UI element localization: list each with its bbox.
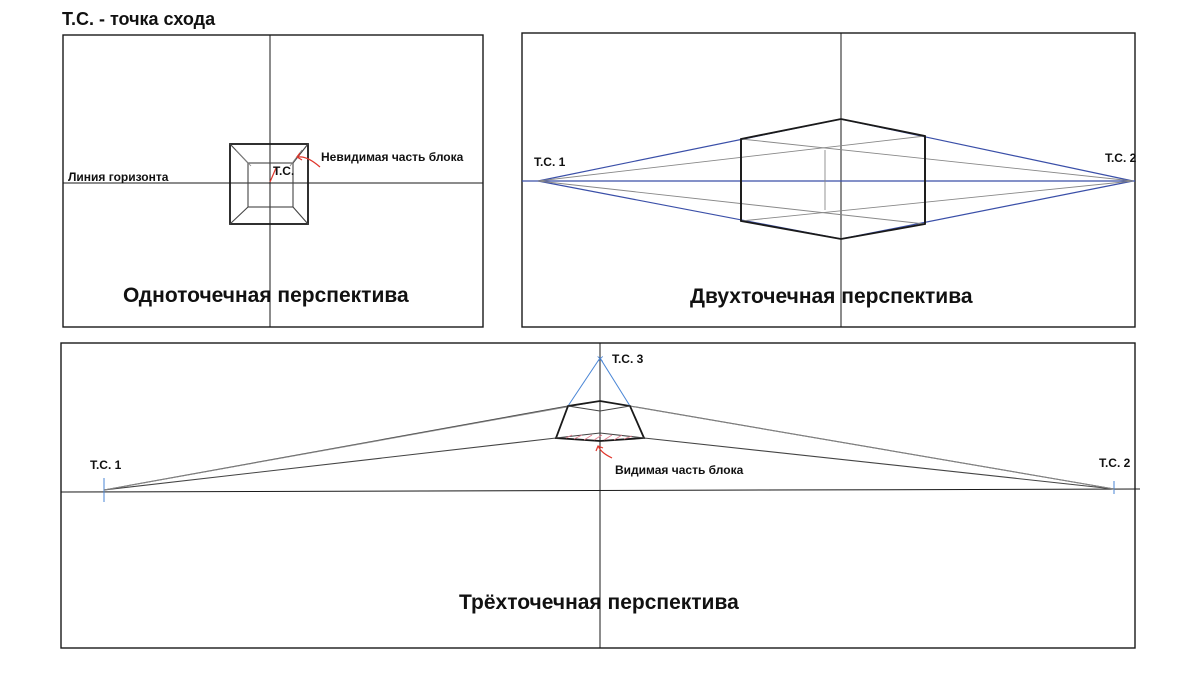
construction-line <box>840 180 1134 240</box>
block-edge <box>289 149 303 167</box>
block-edge <box>235 149 252 167</box>
vp-label: Т.С. <box>273 164 294 178</box>
construction-line <box>740 180 1134 222</box>
panel-three-point-frame <box>60 342 1136 649</box>
horizon-label: Линия горизонта <box>68 170 169 184</box>
visible-face-hatch <box>565 434 633 441</box>
construction-line <box>537 135 926 182</box>
construction-line <box>740 138 1134 182</box>
vp3-construction-line <box>567 357 601 407</box>
page-title: Т.С. - точка схода <box>62 9 216 29</box>
panel-two-point-frame <box>521 32 1136 328</box>
panel-two-point: Т.С. 1 Т.С. 2 Двухточечная перспектива <box>521 32 1137 328</box>
vp3-label: Т.С. 3 <box>612 352 644 366</box>
block-edge <box>292 206 309 225</box>
block-back-face <box>247 162 294 208</box>
panel-one-point: Линия горизонта Т.С. Невидимая часть бло… <box>62 34 484 328</box>
panel-three-point-caption: Трёхточечная перспектива <box>459 591 739 614</box>
vp1-label: Т.С. 1 <box>90 458 122 472</box>
block-front-face <box>229 143 309 225</box>
panel-one-point-frame <box>62 34 484 328</box>
construction-line <box>599 400 1115 490</box>
panel-two-point-caption: Двухточечная перспектива <box>690 285 973 308</box>
hidden-part-arrow <box>297 156 321 168</box>
vp-pointer-arrow <box>269 167 277 183</box>
vp3-marker: × <box>596 354 604 365</box>
horizon-line <box>60 488 1141 493</box>
panel-three-point: × Т.С. 1 Т.С. 2 Т.С. 3 <box>60 342 1141 649</box>
construction-line <box>537 180 926 225</box>
block-edge <box>229 206 249 225</box>
vp3-construction-line <box>599 357 631 407</box>
construction-line <box>643 437 1115 490</box>
hidden-part-arrowhead <box>296 152 303 161</box>
visible-part-label: Видимая часть блока <box>615 463 744 477</box>
construction-line <box>103 437 557 491</box>
vp2-label: Т.С. 2 <box>1099 456 1131 470</box>
construction-line <box>103 400 601 491</box>
hidden-part-label: Невидимая часть блока <box>321 150 464 164</box>
vp1-label: Т.С. 1 <box>534 155 566 169</box>
panel-one-point-caption: Одноточечная перспектива <box>123 284 409 307</box>
block-edge <box>599 432 645 439</box>
visible-part-arrow <box>597 445 613 459</box>
block-edge <box>567 405 601 412</box>
vp2-label: Т.С. 2 <box>1105 151 1137 165</box>
block-edge <box>599 405 631 412</box>
visible-part-arrowhead <box>595 445 604 452</box>
block-edge <box>555 432 601 439</box>
block-edge <box>292 143 309 164</box>
